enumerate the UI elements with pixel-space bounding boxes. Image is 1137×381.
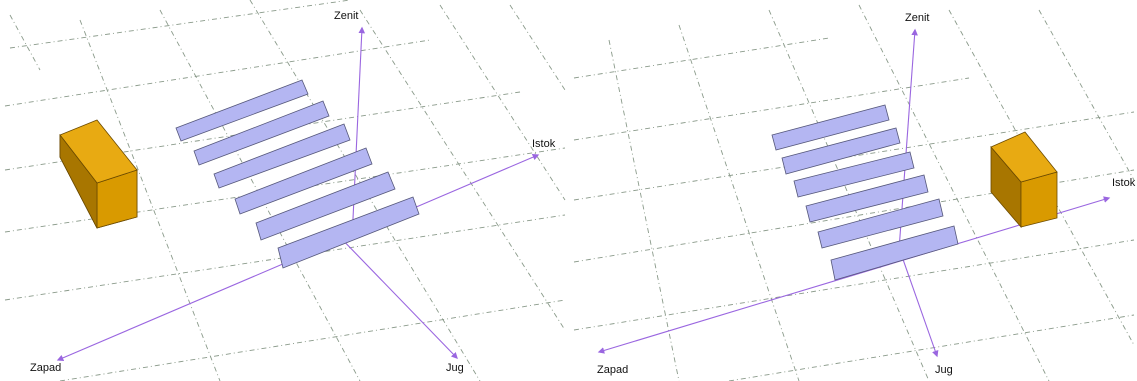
east-label: Istok xyxy=(1112,177,1136,189)
solar-panel xyxy=(213,123,351,189)
solar-panel xyxy=(277,196,420,269)
building-top-face xyxy=(990,131,1058,183)
solar-panel xyxy=(793,151,915,198)
grid-line xyxy=(9,14,41,71)
west-label: Zapad xyxy=(30,362,62,374)
scene-left-canvas xyxy=(4,0,566,381)
grid-line xyxy=(728,314,1135,381)
east-label: Istok xyxy=(532,138,556,150)
building-block xyxy=(990,131,1058,229)
south-label: Jug xyxy=(446,362,464,374)
scene-left: Zenit Istok Zapad Jug xyxy=(0,0,568,381)
solar-panel xyxy=(771,104,890,151)
solar-panel xyxy=(175,79,309,142)
grid-line xyxy=(9,0,351,49)
solar-panel-array xyxy=(771,104,959,281)
solar-panel xyxy=(830,225,959,281)
scene-right: Zenit Istok Zapad Jug xyxy=(569,0,1137,381)
south-label: Jug xyxy=(935,364,953,376)
solar-panel-array xyxy=(175,79,420,269)
grid-line xyxy=(439,4,566,201)
zenith-axis xyxy=(351,26,366,241)
building-left-face xyxy=(59,133,98,229)
grid-line xyxy=(678,24,800,381)
zenith-label: Zenit xyxy=(905,12,930,24)
grid-line xyxy=(1038,9,1135,181)
south-axis xyxy=(334,231,458,359)
scene-right-canvas xyxy=(573,4,1135,381)
grid-line xyxy=(249,0,481,381)
grid-line xyxy=(59,299,566,381)
grid-line xyxy=(573,37,830,79)
grid-line xyxy=(359,9,566,331)
south-axis xyxy=(898,247,939,358)
solar-panel xyxy=(817,198,944,249)
grid-line xyxy=(573,111,1135,201)
grid-line xyxy=(608,39,680,381)
solar-panel xyxy=(805,174,929,223)
west-label: Zapad xyxy=(597,364,629,376)
grid-line xyxy=(948,9,1135,346)
zenith-label: Zenit xyxy=(334,10,359,22)
solar-panel xyxy=(781,127,901,175)
solar-panel xyxy=(234,147,373,215)
solar-panel xyxy=(193,100,330,166)
building-block xyxy=(59,119,138,229)
grid-line xyxy=(4,39,431,107)
solar-panel xyxy=(255,171,396,241)
grid-line xyxy=(509,4,566,91)
